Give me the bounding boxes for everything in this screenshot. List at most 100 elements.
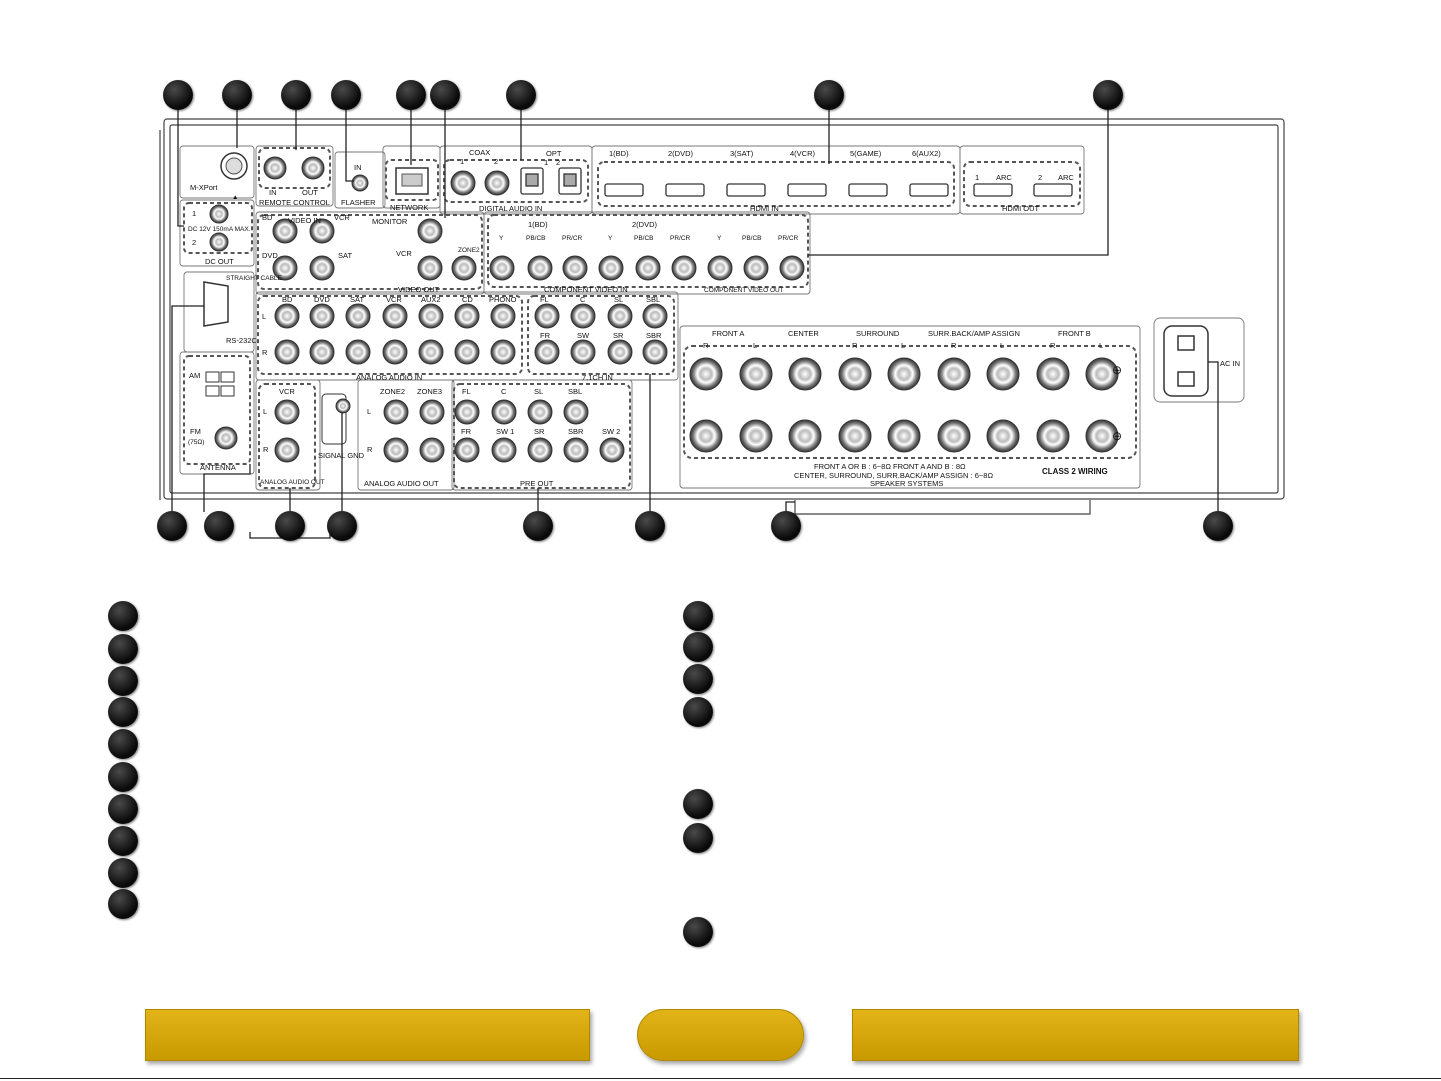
component-highlight	[487, 214, 809, 288]
callout-marker	[1203, 511, 1233, 541]
legend-marker[interactable]	[108, 762, 138, 792]
remote-out-label: OUT	[302, 188, 318, 197]
nav-button-right[interactable]	[852, 1009, 1299, 1061]
component-pb3: PB/CB	[742, 235, 762, 242]
hdmi-out-1-arc: ARC	[996, 173, 1012, 182]
callout-marker	[281, 80, 311, 110]
dc-out-label: DC OUT	[205, 257, 234, 266]
pre-out-bottom-1: FR	[461, 427, 472, 436]
rs232c-label: RS-232C	[226, 336, 257, 345]
legend-marker[interactable]	[108, 697, 138, 727]
pre-out-top-3: SL	[534, 387, 543, 396]
speaker-systems-label: SPEAKER SYSTEMS	[870, 479, 943, 488]
flasher-jack	[351, 174, 369, 192]
component-y1: Y	[499, 235, 504, 242]
hdmi-in-5-label: 5(GAME)	[850, 149, 882, 158]
speaker-ch-4: L	[901, 341, 905, 350]
pre-out-top-1: FL	[462, 387, 471, 396]
hdmi-in-label: HDMI IN	[750, 204, 779, 213]
legend-marker[interactable]	[108, 634, 138, 664]
speaker-ch-3: R	[852, 341, 858, 350]
pre-out-bottom-4: SBR	[568, 427, 584, 436]
legend-marker[interactable]	[108, 601, 138, 631]
legend-marker[interactable]	[108, 858, 138, 888]
video-out-label: VIDEO OUT	[398, 285, 440, 294]
analog-in-src-5: AUX2	[421, 295, 441, 304]
optical-ports	[520, 167, 582, 195]
pre-out-bottom-5: SW 2	[602, 427, 620, 436]
pre-out-frame	[451, 379, 633, 491]
component-pb2: PB/CB	[634, 235, 654, 242]
video-in-dvd: DVD	[262, 251, 278, 260]
vcr-out-l: L	[263, 407, 267, 416]
speaker-ch-2: L	[753, 341, 757, 350]
callout-marker	[523, 511, 553, 541]
network-label: NETWORK	[390, 203, 428, 212]
video-in-sat: SAT	[338, 251, 352, 260]
coax-label: COAX	[469, 148, 490, 157]
leader-lines	[171, 110, 1219, 539]
dc-out-1-label: 1	[192, 209, 196, 218]
legend-marker[interactable]	[108, 666, 138, 696]
component-y3: Y	[717, 235, 722, 242]
antenna-am: AM	[189, 371, 200, 380]
analog-in-src-2: DVD	[314, 295, 330, 304]
vcr-out-vcr: VCR	[279, 387, 295, 396]
legend-marker[interactable]	[683, 697, 713, 727]
opt-label: OPT	[546, 149, 562, 158]
analog-in-src-7: PHONO	[489, 295, 517, 304]
legend-marker[interactable]	[683, 917, 713, 947]
analog-in-src-4: VCR	[386, 295, 402, 304]
hdmi-in-ports	[604, 183, 949, 197]
component-pr1: PR/CR	[562, 235, 583, 242]
page-bottom-rule	[0, 1078, 1441, 1079]
video-out-monitor: MONITOR	[372, 217, 408, 226]
nav-button-left[interactable]	[145, 1009, 590, 1061]
pre-out-bottom-2: SW 1	[496, 427, 514, 436]
hdmi-out-ports	[973, 183, 1073, 197]
dc-out-spec: DC 12V 150mA MAX.	[188, 226, 251, 233]
signal-gnd-label: SIGNAL GND	[318, 451, 365, 460]
speaker-ch-1: R	[703, 341, 709, 350]
signal-gnd-terminal	[321, 393, 351, 445]
remote-control-label: REMOTE CONTROL	[259, 198, 330, 207]
ch71-label: 7.1CH IN	[582, 373, 613, 382]
legend-marker[interactable]	[108, 794, 138, 824]
digital-highlight	[443, 159, 589, 203]
callout-marker	[331, 80, 361, 110]
antenna-label: ANTENNA	[200, 463, 236, 472]
zone-out-r: R	[367, 445, 373, 454]
speaker-group-1: FRONT A	[712, 329, 744, 338]
component-frame	[483, 211, 811, 295]
flasher-in-label: IN	[354, 163, 362, 172]
antenna-highlight	[183, 355, 251, 465]
video-in-label: VIDEO IN	[288, 216, 321, 225]
opt-2-label: 2	[556, 158, 560, 167]
hdmi-in-6-label: 6(AUX2)	[912, 149, 941, 158]
hdmi-out-1-label: 1	[975, 173, 979, 182]
analog-in-r: R	[262, 348, 268, 357]
callout-marker	[204, 511, 234, 541]
remote-jacks	[263, 156, 325, 180]
component-pb1: PB/CB	[526, 235, 546, 242]
legend-marker[interactable]	[683, 789, 713, 819]
callout-marker	[327, 511, 357, 541]
ch71-top-1: FL	[540, 295, 549, 304]
ch71-top-4: SBL	[646, 295, 660, 304]
legend-marker[interactable]	[683, 601, 713, 631]
hdmi-in-3-label: 3(SAT)	[730, 149, 754, 158]
hdmi-in-1-label: 1(BD)	[609, 149, 629, 158]
legend-marker[interactable]	[108, 826, 138, 856]
zone-out-label: ANALOG AUDIO OUT	[364, 479, 439, 488]
mxport-frame	[179, 145, 255, 199]
legend-marker[interactable]	[108, 729, 138, 759]
nav-button-center[interactable]	[637, 1009, 804, 1061]
legend-marker[interactable]	[108, 889, 138, 919]
analog-in-label: ANALOG AUDIO IN	[356, 373, 422, 382]
analog-in-highlight	[257, 295, 523, 375]
dc-out-frame	[179, 199, 255, 267]
callout-marker	[157, 511, 187, 541]
legend-marker[interactable]	[683, 823, 713, 853]
legend-marker[interactable]	[683, 664, 713, 694]
legend-marker[interactable]	[683, 632, 713, 662]
